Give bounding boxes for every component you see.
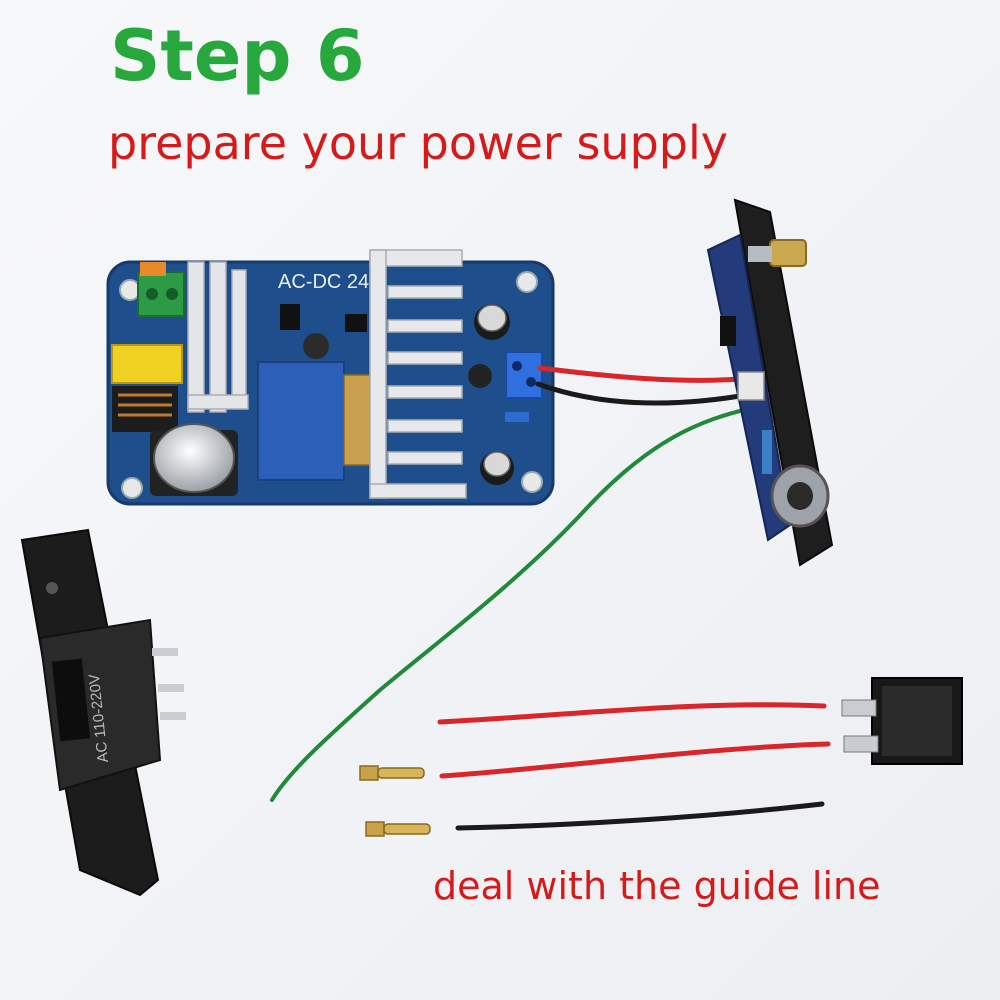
guide-note: deal with the guide line xyxy=(433,864,881,908)
ac-inlet-panel: AC 110-220V xyxy=(20,528,186,897)
control-panel xyxy=(706,198,834,567)
output-wires xyxy=(270,365,755,802)
power-supply-board: AC-DC 24V xyxy=(106,249,555,506)
crimp-terminals xyxy=(359,765,431,837)
step-title: Step 6 xyxy=(110,15,365,97)
board-silkscreen: AC-DC 24V xyxy=(278,271,383,293)
rocker-switch xyxy=(841,677,963,765)
step-subtitle: prepare your power supply xyxy=(108,116,728,170)
loose-wires xyxy=(437,702,831,831)
